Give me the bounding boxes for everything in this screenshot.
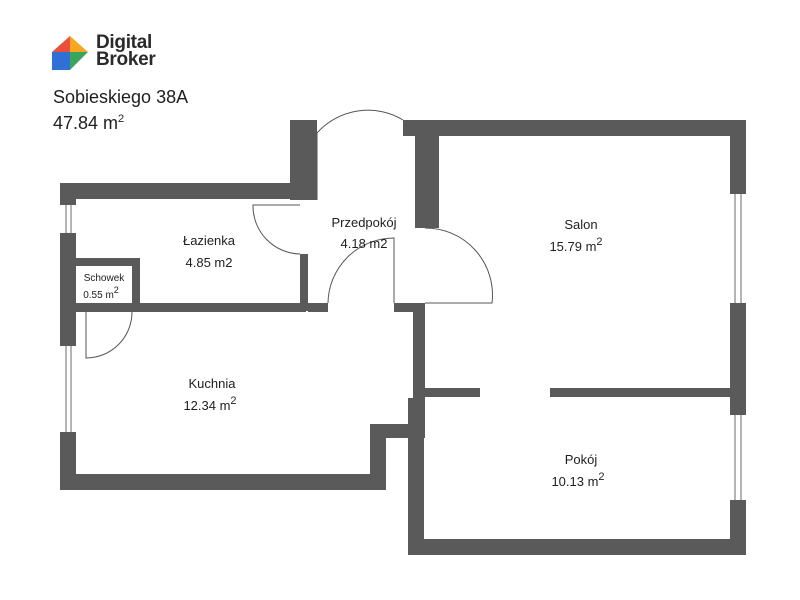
door-entrance bbox=[316, 109, 404, 200]
wall-top-bathroom bbox=[60, 183, 317, 199]
room-name-schowek: Schowek bbox=[84, 273, 126, 284]
room-name-pokoj: Pokój bbox=[565, 452, 598, 467]
room-area-przedpokoj: 4.18 m2 bbox=[341, 236, 388, 251]
wall-bottom-kitchen bbox=[60, 474, 386, 490]
room-area-kuchnia-value: 12.34 m bbox=[183, 398, 230, 413]
doors bbox=[85, 109, 493, 359]
room-area-schowek-sup: 2 bbox=[114, 285, 119, 295]
wall-entrance-stub bbox=[290, 120, 317, 200]
house-logo-icon bbox=[52, 36, 88, 70]
room-area-pokoj-value: 10.13 m bbox=[551, 474, 598, 489]
walls bbox=[60, 120, 746, 555]
wall-bathroom-bottom bbox=[76, 303, 306, 312]
room-area-schowek-value: 0.55 m bbox=[83, 290, 114, 301]
room-area-salon-value: 15.79 m bbox=[549, 239, 596, 254]
window-salon bbox=[734, 194, 742, 303]
property-area-sup: 2 bbox=[118, 113, 125, 125]
room-area-salon-sup: 2 bbox=[596, 236, 602, 248]
wall-divider-left bbox=[424, 388, 480, 397]
brand-line1: Digital bbox=[96, 32, 152, 53]
room-area-schowek: 0.55 m2 bbox=[83, 285, 119, 301]
wall-closet-right bbox=[132, 258, 140, 308]
room-name-lazienka: Łazienka bbox=[183, 233, 236, 248]
wall-left-mid bbox=[60, 233, 76, 346]
room-name-przedpokoj: Przedpokój bbox=[331, 215, 396, 230]
door-bathroom bbox=[252, 204, 301, 255]
property-address: Sobieskiego 38A bbox=[53, 87, 189, 107]
room-labels: Łazienka 4.85 m2 Przedpokój 4.18 m2 Salo… bbox=[83, 215, 604, 489]
wall-right-top bbox=[730, 120, 746, 194]
wall-left-upper bbox=[60, 183, 76, 205]
wall-closet-top bbox=[76, 258, 140, 266]
brand-logo: Digital Broker bbox=[52, 32, 172, 74]
room-name-kuchnia: Kuchnia bbox=[189, 376, 237, 391]
property-area: 47.84 m2 bbox=[53, 108, 188, 134]
door-closet bbox=[85, 311, 133, 359]
wall-pokoj-left bbox=[408, 398, 424, 555]
wall-bottom-right bbox=[408, 539, 746, 555]
room-area-pokoj: 10.13 m2 bbox=[551, 471, 604, 489]
wall-hall-bottom-right bbox=[394, 303, 424, 312]
brand-line2: Broker bbox=[96, 49, 156, 70]
door-hall bbox=[327, 237, 395, 304]
room-name-salon: Salon bbox=[564, 217, 597, 232]
wall-step-vert bbox=[370, 424, 386, 490]
room-area-kuchnia: 12.34 m2 bbox=[183, 395, 236, 413]
property-info: Sobieskiego 38A 47.84 m2 bbox=[53, 86, 188, 134]
room-area-lazienka: 4.85 m2 bbox=[186, 255, 233, 270]
door-salon bbox=[424, 227, 493, 304]
room-area-kuchnia-sup: 2 bbox=[230, 395, 236, 407]
window-kitchen bbox=[65, 346, 72, 432]
wall-salon-left bbox=[415, 120, 439, 228]
window-pokoj bbox=[734, 415, 742, 500]
property-area-value: 47.84 m bbox=[53, 113, 119, 133]
wall-hall-bottom-left bbox=[308, 303, 328, 312]
wall-step-horiz bbox=[370, 424, 410, 438]
wall-top-right bbox=[403, 120, 746, 136]
windows bbox=[65, 194, 742, 500]
room-area-salon: 15.79 m2 bbox=[549, 236, 602, 254]
wall-divider-right bbox=[550, 388, 730, 397]
wall-bathroom-right bbox=[300, 254, 308, 311]
wall-right-mid bbox=[730, 303, 746, 415]
brand-name: Digital Broker bbox=[96, 32, 156, 70]
room-area-pokoj-sup: 2 bbox=[598, 471, 604, 483]
window-bathroom bbox=[65, 205, 72, 233]
